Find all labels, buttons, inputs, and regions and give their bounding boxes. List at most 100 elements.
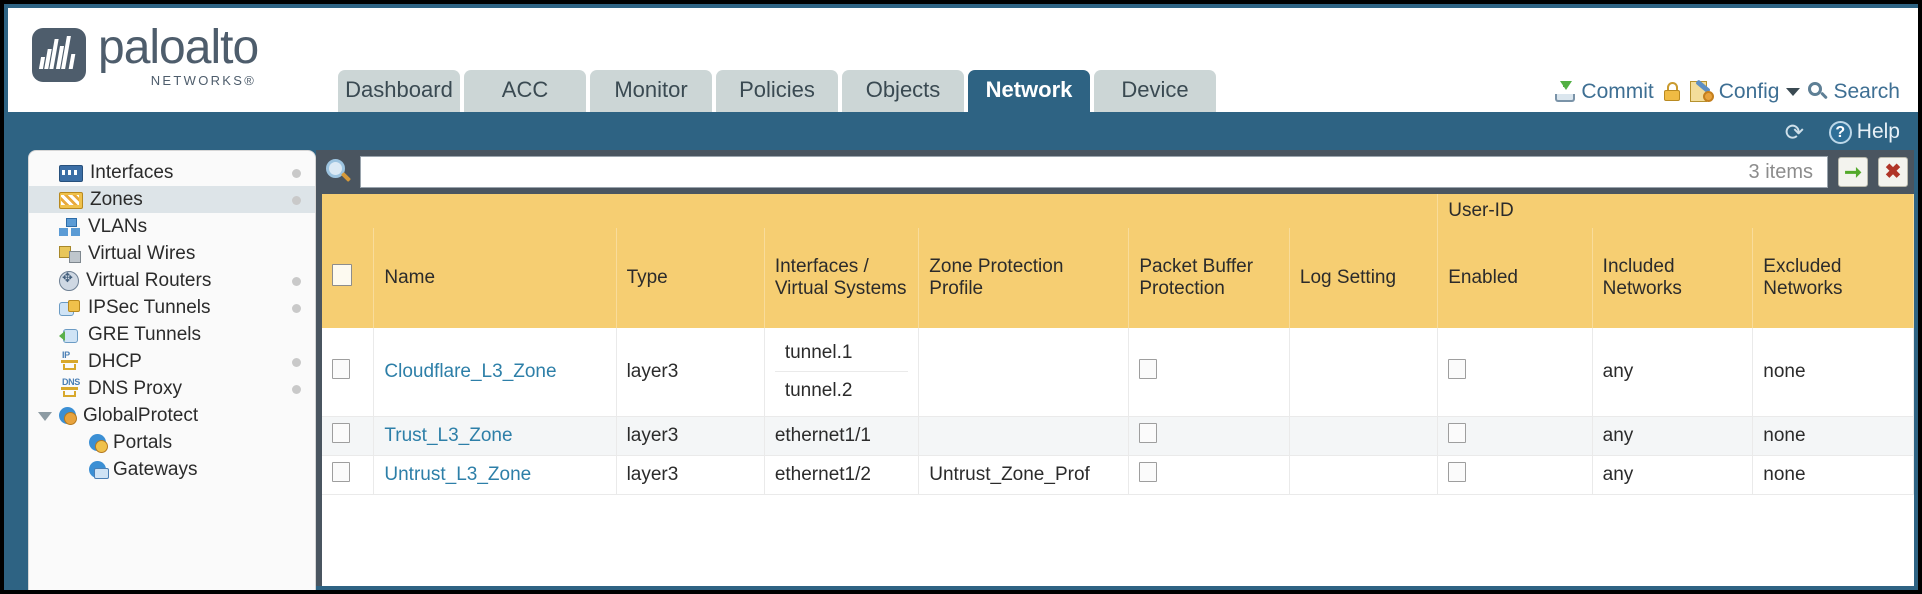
tab-network[interactable]: Network: [968, 70, 1090, 112]
row-checkbox[interactable]: [332, 423, 350, 443]
help-group: ⟳ ? Help: [1785, 120, 1900, 144]
sidebar-item-virtual-wires[interactable]: Virtual Wires: [29, 240, 315, 267]
cell-interfaces: ethernet1/1: [764, 416, 920, 456]
cell-name[interactable]: Untrust_L3_Zone: [373, 455, 617, 495]
cell-name[interactable]: Trust_L3_Zone: [373, 416, 617, 456]
gre-tunnels-icon: [59, 326, 81, 344]
packet-buffer-protection-checkbox[interactable]: [1139, 359, 1158, 379]
cell-included-networks: any: [1592, 328, 1754, 417]
cell-name[interactable]: Cloudflare_L3_Zone: [373, 328, 617, 417]
clear-filter-button[interactable]: ✖: [1878, 157, 1908, 187]
zone-name-link[interactable]: Untrust_L3_Zone: [384, 464, 532, 485]
cell-excluded-networks: none: [1752, 416, 1914, 456]
column-header-log-setting[interactable]: Log Setting: [1289, 228, 1439, 328]
sidebar-item-zones[interactable]: Zones: [29, 186, 315, 213]
row-select-cell[interactable]: [322, 455, 375, 495]
cell-packet-buffer-protection[interactable]: [1128, 328, 1290, 417]
table-row[interactable]: Untrust_L3_Zone layer3 ethernet1/2 Untru…: [322, 455, 1914, 495]
row-checkbox[interactable]: [332, 462, 350, 482]
filter-bar: 3 items ➞ ✖: [316, 150, 1914, 194]
close-icon: ✖: [1884, 161, 1902, 183]
cell-packet-buffer-protection[interactable]: [1128, 455, 1290, 495]
expand-collapse-triangle-icon[interactable]: [38, 411, 52, 421]
select-all-header[interactable]: [322, 228, 375, 328]
search-button[interactable]: Search: [1808, 80, 1900, 104]
sub-header-bar: ⟳ ? Help: [8, 112, 1918, 156]
column-header-interfaces[interactable]: Interfaces / Virtual Systems: [764, 228, 920, 328]
table-header-row: Name Type Interfaces / Virtual Systems Z…: [322, 228, 1914, 328]
column-header-name[interactable]: Name: [373, 228, 617, 328]
tab-objects[interactable]: Objects: [842, 70, 964, 112]
commit-button[interactable]: Commit: [1554, 80, 1654, 104]
virtual-routers-icon: [59, 270, 79, 291]
column-header-type[interactable]: Type: [616, 228, 765, 328]
packet-buffer-protection-checkbox[interactable]: [1139, 462, 1158, 482]
row-checkbox[interactable]: [332, 359, 350, 379]
userid-enabled-checkbox[interactable]: [1448, 423, 1467, 443]
tab-device[interactable]: Device: [1094, 70, 1216, 112]
cell-userid-enabled[interactable]: [1437, 416, 1593, 456]
sidebar-item-virtual-routers[interactable]: Virtual Routers: [29, 267, 315, 294]
tab-monitor[interactable]: Monitor: [590, 70, 712, 112]
select-all-checkbox[interactable]: [332, 264, 352, 286]
apply-filter-button[interactable]: ➞: [1838, 157, 1868, 187]
cell-interfaces: tunnel.1 tunnel.2: [764, 328, 920, 417]
zones-table-wrapper: User-ID Name Type Interfaces / Virtual S…: [322, 194, 1914, 586]
column-header-zone-protection-profile[interactable]: Zone Protection Profile: [918, 228, 1130, 328]
sidebar-item-gateways[interactable]: Gateways: [29, 456, 315, 483]
row-select-cell[interactable]: [322, 416, 375, 456]
sidebar-item-dhcp[interactable]: IP DHCP: [29, 348, 315, 375]
portals-icon: [89, 434, 108, 453]
refresh-icon[interactable]: ⟳: [1784, 119, 1805, 145]
column-header-excluded-networks[interactable]: Excluded Networks: [1752, 228, 1914, 328]
sidebar-item-dns-proxy[interactable]: DNS DNS Proxy: [29, 375, 315, 402]
table-row[interactable]: Trust_L3_Zone layer3 ethernet1/1 any non…: [322, 416, 1914, 456]
table-group-header-row: User-ID: [322, 194, 1914, 228]
sidebar-item-globalprotect[interactable]: GlobalProtect: [29, 402, 315, 429]
column-header-enabled[interactable]: Enabled: [1437, 228, 1593, 328]
cell-zone-protection-profile: [918, 328, 1130, 417]
table-row[interactable]: Cloudflare_L3_Zone layer3 tunnel.1 tunne…: [322, 328, 1914, 417]
sidebar-item-gre-tunnels[interactable]: GRE Tunnels: [29, 321, 315, 348]
cell-packet-buffer-protection[interactable]: [1128, 416, 1290, 456]
sidebar-item-portals[interactable]: Portals: [29, 429, 315, 456]
tab-policies[interactable]: Policies: [716, 70, 838, 112]
search-input[interactable]: 3 items: [360, 156, 1828, 188]
cell-zone-protection-profile: [918, 416, 1130, 456]
cell-userid-enabled[interactable]: [1437, 455, 1593, 495]
zone-name-link[interactable]: Trust_L3_Zone: [384, 425, 513, 446]
userid-enabled-checkbox[interactable]: [1448, 462, 1467, 482]
commit-icon: [1554, 81, 1576, 103]
interfaces-icon: [59, 165, 83, 182]
arrow-right-icon: ➞: [1844, 160, 1862, 184]
search-icon[interactable]: [326, 159, 352, 185]
userid-enabled-checkbox[interactable]: [1448, 359, 1467, 379]
lock-icon[interactable]: [1662, 81, 1682, 103]
paloalto-logo-icon: [32, 28, 86, 82]
zone-name-link[interactable]: Cloudflare_L3_Zone: [384, 361, 557, 382]
column-header-packet-buffer-protection[interactable]: Packet Buffer Protection: [1128, 228, 1290, 328]
sidebar-item-interfaces[interactable]: Interfaces: [29, 159, 315, 186]
tab-acc[interactable]: ACC: [464, 70, 586, 112]
sidebar-item-label: Virtual Routers: [86, 269, 212, 291]
row-select-cell[interactable]: [322, 328, 375, 417]
tab-dashboard[interactable]: Dashboard: [338, 70, 460, 112]
sidebar-item-label: Zones: [90, 188, 143, 210]
cell-userid-enabled[interactable]: [1437, 328, 1593, 417]
sidebar-item-ipsec-tunnels[interactable]: IPSec Tunnels: [29, 294, 315, 321]
globalprotect-icon: [59, 407, 77, 425]
help-link[interactable]: ? Help: [1828, 120, 1900, 144]
sidebar-status-dot: [292, 276, 301, 286]
column-header-included-networks[interactable]: Included Networks: [1592, 228, 1754, 328]
sidebar-item-vlans[interactable]: VLANs: [29, 213, 315, 240]
config-menu-button[interactable]: Config: [1689, 79, 1801, 104]
sidebar-item-label: GRE Tunnels: [88, 323, 201, 345]
brand-name: paloalto: [98, 21, 259, 74]
dns-proxy-icon: DNS: [59, 377, 81, 398]
search-label: Search: [1833, 80, 1900, 103]
cell-type: layer3: [616, 328, 765, 417]
packet-buffer-protection-checkbox[interactable]: [1139, 423, 1158, 443]
sidebar-item-label: Interfaces: [90, 161, 174, 183]
cell-log-setting: [1289, 328, 1439, 417]
group-header-spacer: [322, 194, 1439, 228]
